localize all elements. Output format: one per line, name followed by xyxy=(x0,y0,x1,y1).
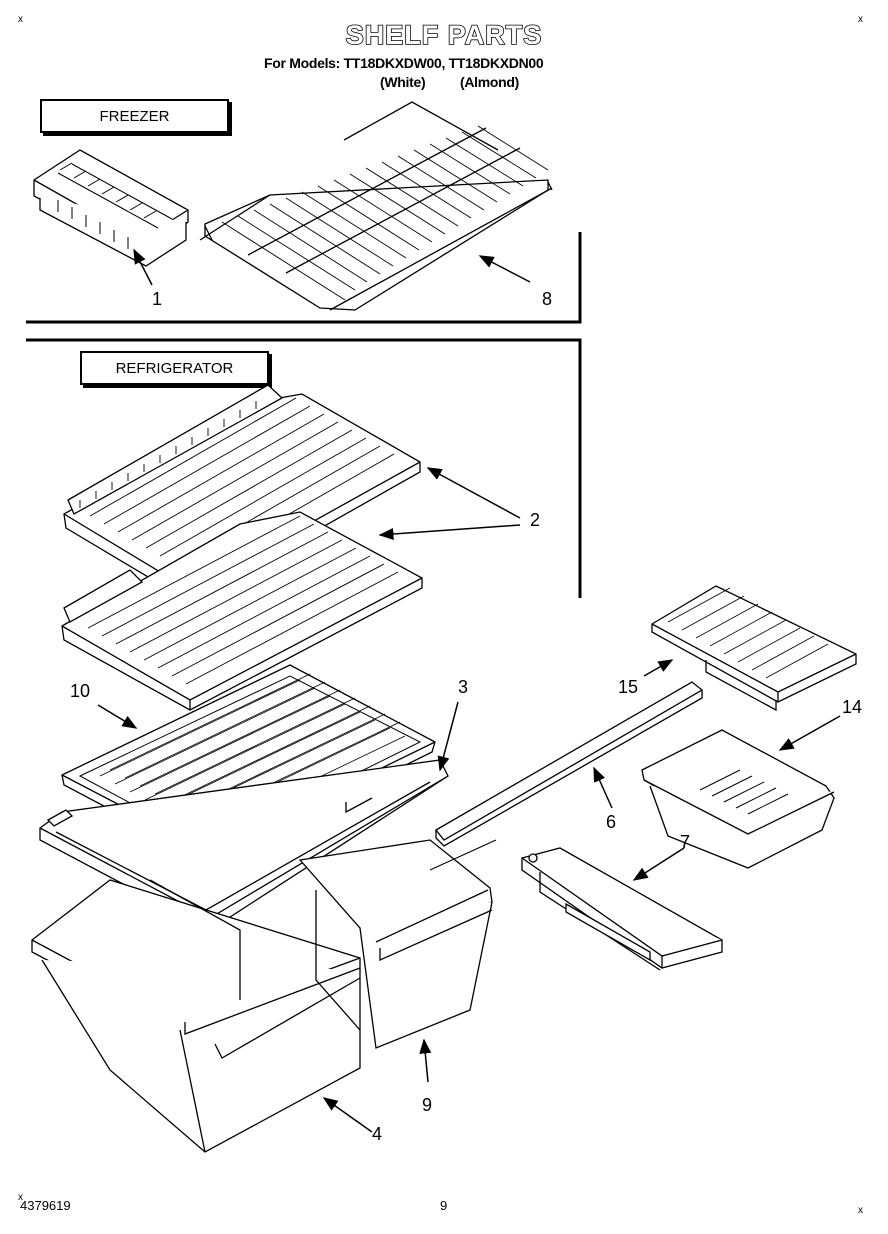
page-title: SHELF PARTS xyxy=(345,19,543,51)
callout-2: 2 xyxy=(530,510,541,530)
callout-4: 4 xyxy=(372,1124,383,1144)
callout-1: 1 xyxy=(152,289,163,309)
section-dividers xyxy=(26,232,582,598)
callout-10: 10 xyxy=(70,681,91,701)
ice-cube-tray xyxy=(33,149,189,267)
rail-bracket xyxy=(521,847,723,971)
corner-mark-bottom-right: x xyxy=(858,1205,863,1216)
callout-3: 3 xyxy=(458,677,469,697)
corner-mark-top-right: x xyxy=(858,14,863,25)
corner-mark-top-left: x xyxy=(18,14,23,25)
color-almond-label: (Almond) xyxy=(460,74,520,90)
refrigerator-section-label: REFRIGERATOR xyxy=(80,351,269,385)
crisper-divider-rail xyxy=(435,681,704,847)
callout-9: 9 xyxy=(422,1095,433,1115)
freezer-section-label: FREEZER xyxy=(40,99,229,133)
callout-6: 6 xyxy=(606,812,617,832)
crisper-pan-left xyxy=(31,879,361,1153)
page-number: 9 xyxy=(440,1198,448,1213)
meat-pan-cover xyxy=(651,585,857,712)
models-line: For Models: TT18DKXDW00, TT18DKXDN00 xyxy=(264,55,544,71)
meat-pan xyxy=(641,729,835,869)
callout-7: 7 xyxy=(680,832,691,852)
crisper-pan-right xyxy=(298,839,493,1049)
callout-15: 15 xyxy=(618,677,639,697)
refrigerator-wire-shelf-lower xyxy=(61,511,423,711)
callout-8: 8 xyxy=(542,289,553,309)
document-part-number: 4379619 xyxy=(20,1198,71,1213)
corner-mark-bottom-left: x xyxy=(18,1192,23,1203)
color-white-label: (White) xyxy=(380,74,426,90)
freezer-wire-shelf xyxy=(199,101,553,311)
callout-14: 14 xyxy=(842,697,863,717)
